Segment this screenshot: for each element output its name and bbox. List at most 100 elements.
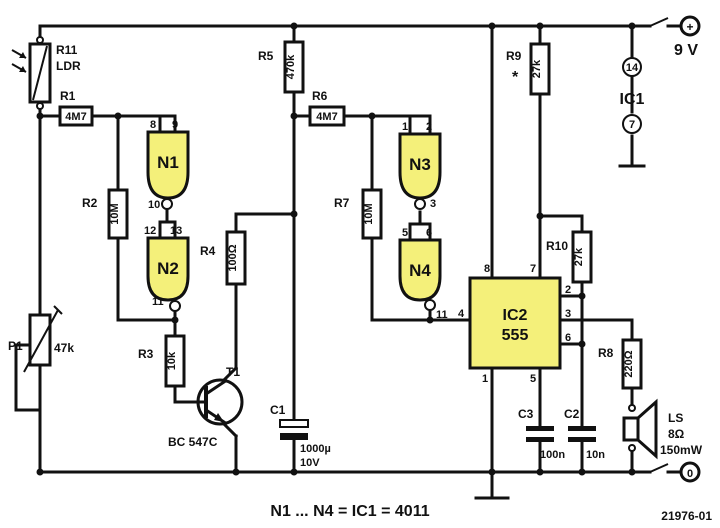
ic2-pin-3: 3 xyxy=(565,308,571,320)
footer-note: N1 ... N4 = IC1 = 4011 xyxy=(270,503,429,520)
r7-name: R7 xyxy=(334,196,350,210)
t1-name: T1 xyxy=(226,365,240,379)
resistor-r4: 100Ω R4 xyxy=(200,230,247,286)
c2-value: 10n xyxy=(586,449,605,461)
speaker-ls: LS 8Ω 150mW xyxy=(622,398,703,460)
resistor-r10: 27k R10 xyxy=(546,230,593,284)
resistor-r1: 4M7 R1 xyxy=(58,89,94,127)
ic1-power-pins: 14 IC1 7 xyxy=(620,57,645,134)
r11-name: R11 xyxy=(56,43,78,57)
ic1-vcc-pin: 14 xyxy=(626,62,639,74)
c3-name: C3 xyxy=(518,407,534,421)
gate-n1: N1 8 9 10 xyxy=(146,119,190,211)
r10-name: R10 xyxy=(546,239,568,253)
resistor-r2: 10M R2 xyxy=(82,188,129,240)
r8-name: R8 xyxy=(598,346,614,360)
n3-pin-b: 2 xyxy=(426,121,432,133)
capacitor-c2: C2 10n xyxy=(564,407,605,461)
n1-label: N1 xyxy=(157,153,179,172)
c1-voltage: 10V xyxy=(300,457,320,469)
ic1-gnd-pin: 7 xyxy=(629,119,635,131)
c1-name: C1 xyxy=(270,403,286,417)
n1-pin-a: 8 xyxy=(150,119,156,131)
n4-label: N4 xyxy=(409,261,431,280)
ic2-pin-8: 8 xyxy=(484,263,490,275)
ls-power: 150mW xyxy=(660,443,703,457)
n2-pin-a: 12 xyxy=(144,225,156,237)
r9-name: R9 xyxy=(506,49,522,63)
supply-positive-terminal: + 9 V xyxy=(674,15,701,59)
r1-name: R1 xyxy=(60,89,76,103)
resistor-r6: 4M7 R6 xyxy=(308,89,346,127)
c2-name: C2 xyxy=(564,407,580,421)
supply-ground-symbol: 0 xyxy=(687,468,693,480)
r8-value: 220Ω xyxy=(623,350,635,377)
ic2-pin-1: 1 xyxy=(482,373,488,385)
r1-value: 4M7 xyxy=(65,111,86,123)
ic2-pin-7: 7 xyxy=(530,263,536,275)
r6-name: R6 xyxy=(312,89,328,103)
resistor-r9: 27k R9 * xyxy=(506,42,551,96)
p1-value: 47k xyxy=(54,341,74,355)
c3-value: 100n xyxy=(540,449,565,461)
resistor-r3: 10k R3 xyxy=(138,334,186,388)
r4-value: 100Ω xyxy=(227,244,239,271)
p1-name: P1 xyxy=(8,339,23,353)
n4-pin-b: 6 xyxy=(426,227,432,239)
ic2-pin-5: 5 xyxy=(530,373,536,385)
r3-name: R3 xyxy=(138,347,154,361)
ls-impedance: 8Ω xyxy=(668,427,685,441)
n2-pin-out: 11 xyxy=(152,296,164,308)
gate-n2: N2 12 13 11 xyxy=(144,225,190,312)
r5-name: R5 xyxy=(258,49,274,63)
junction-dots xyxy=(36,22,636,476)
n3-label: N3 xyxy=(409,155,431,174)
c1-value: 1000µ xyxy=(300,443,331,455)
ic2-pin-6: 6 xyxy=(565,332,571,344)
potentiometer-p1: P1 47k xyxy=(8,305,74,412)
n3-pin-a: 1 xyxy=(402,121,408,133)
resistor-r5: 470k R5 xyxy=(258,40,305,94)
n1-pin-b: 9 xyxy=(172,119,178,131)
supply-voltage-label: 9 V xyxy=(674,42,698,59)
ic2-name: IC2 xyxy=(503,307,528,324)
t1-type: BC 547C xyxy=(168,435,218,449)
r9-value: 27k xyxy=(531,59,543,78)
wires xyxy=(38,17,682,500)
speaker-icon xyxy=(636,398,658,460)
ic2-555: IC2 555 8 7 2 3 6 4 1 5 xyxy=(458,263,571,385)
ldr-r11: R11 LDR xyxy=(11,36,81,110)
resistor-r7: 10M R7 xyxy=(334,188,383,240)
n3-pin-out: 3 xyxy=(430,198,436,210)
ic2-pin-2: 2 xyxy=(565,284,571,296)
capacitor-c3: C3 100n xyxy=(518,407,565,461)
capacitor-c1: C1 1000µ 10V xyxy=(270,403,331,469)
n1-pin-out: 10 xyxy=(148,199,160,211)
r9-marker: * xyxy=(512,69,519,86)
r2-value: 10M xyxy=(109,203,121,224)
r2-name: R2 xyxy=(82,196,98,210)
r6-value: 4M7 xyxy=(316,111,337,123)
transistor-t1: T1 BC 547C xyxy=(168,365,244,449)
r10-value: 27k xyxy=(573,247,585,266)
ic1-name: IC1 xyxy=(620,91,645,108)
r5-value: 470k xyxy=(285,54,297,79)
n4-pin-a: 5 xyxy=(402,227,408,239)
resistor-r8: 220Ω R8 xyxy=(598,338,643,390)
r3-value: 10k xyxy=(166,351,178,370)
footer-code: 21976-01 xyxy=(661,509,712,523)
ic2-pin-4: 4 xyxy=(458,308,465,320)
r4-name: R4 xyxy=(200,244,216,258)
n2-pin-b: 13 xyxy=(170,225,182,237)
ic2-type: 555 xyxy=(502,327,529,344)
n4-pin-out: 11 xyxy=(436,309,448,321)
r7-value: 10M xyxy=(363,203,375,224)
supply-plus-symbol: + xyxy=(686,20,693,34)
ls-name: LS xyxy=(668,411,683,425)
supply-ground-terminal: 0 xyxy=(679,461,701,483)
r11-value: LDR xyxy=(56,59,81,73)
n2-label: N2 xyxy=(157,259,179,278)
gate-n3: N3 1 2 3 xyxy=(398,121,442,210)
gate-n4: N4 5 6 11 xyxy=(398,227,448,321)
